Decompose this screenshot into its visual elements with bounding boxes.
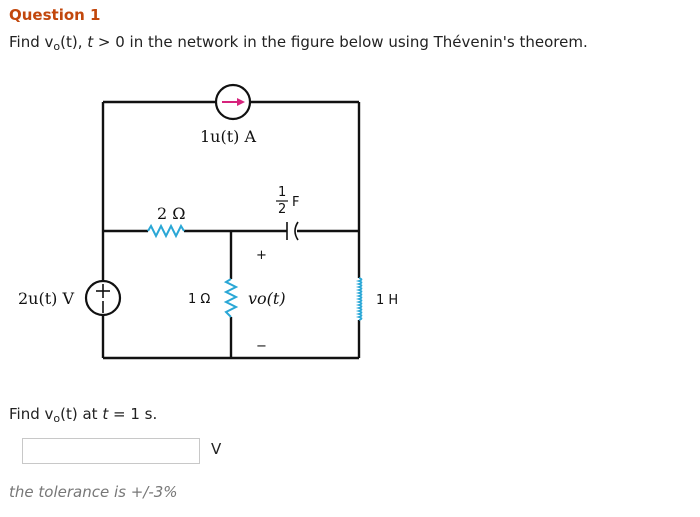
current-source [214,83,252,121]
resistor-1-label: 1 Ω [188,292,210,307]
arrow-right-icon [237,98,245,106]
resistor-2-ohm [147,223,185,239]
vo-plus-sign: + [256,248,267,263]
question-title: Question 1 [9,6,101,24]
capacitor-label-denominator: 2 [278,202,286,217]
capacitor [286,221,299,241]
inductor-label: 1 H [376,293,398,308]
vo-minus-sign: − [256,339,267,354]
current-source-label: 1u(t) A [200,127,256,146]
voltage-source [84,279,122,317]
answer-prompt: Find vo(t) at t = 1 s. [9,405,158,425]
question-text: Find vo(t), t > 0 in the network in the … [9,33,588,53]
answer-input[interactable] [22,438,200,464]
circuit-wires [101,100,361,360]
capacitor-unit: F [292,195,299,210]
capacitor-label-numerator: 1 [278,185,286,200]
resistor-2-label: 2 Ω [157,204,186,223]
answer-unit: V [211,440,222,458]
resistor-1-ohm [223,278,239,318]
voltage-source-label: 2u(t) V [18,289,74,308]
inductor [355,277,363,321]
vo-label: vo(t) [248,289,286,308]
circuit-diagram: 1u(t) A 2 Ω 1 2 F 2u(t) V 1 Ω + vo(t) − … [18,83,398,360]
tolerance-note: the tolerance is +/-3% [9,483,178,501]
